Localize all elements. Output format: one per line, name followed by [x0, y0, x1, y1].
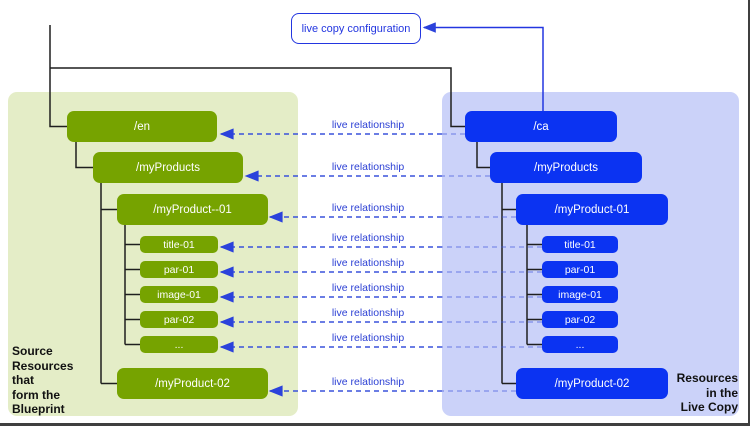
blueprint-node-en: /en	[67, 111, 217, 142]
live-copy-configuration-label: live copy configuration	[301, 22, 411, 35]
livecopy-panel	[442, 92, 739, 416]
livecopy-node-image-01: image-01	[542, 286, 618, 303]
live-relationship-label: live relationship	[331, 376, 405, 388]
live-relationship-label: live relationship	[331, 119, 405, 131]
livecopy-node-ca: /ca	[465, 111, 617, 142]
live-relationship-label: live relationship	[331, 307, 405, 319]
livecopy-caption: Resources in the Live Copy	[676, 371, 738, 414]
livecopy-node-par-02: par-02	[542, 311, 618, 328]
blueprint-node-par-01: par-01	[140, 261, 218, 278]
blueprint-node-myproduct-02: /myProduct-02	[117, 368, 268, 399]
live-copy-configuration-box: live copy configuration	[291, 13, 421, 44]
live-relationship-label: live relationship	[331, 161, 405, 173]
blueprint-node-title-01: title-01	[140, 236, 218, 253]
blueprint-node-ellipsis: ...	[140, 336, 218, 353]
livecopy-node-myproduct-02: /myProduct-02	[516, 368, 668, 399]
livecopy-node-par-01: par-01	[542, 261, 618, 278]
blueprint-node-myproducts: /myProducts	[93, 152, 243, 183]
live-relationship-label: live relationship	[331, 257, 405, 269]
live-relationship-label: live relationship	[331, 282, 405, 294]
live-relationship-label: live relationship	[331, 332, 405, 344]
blueprint-caption: Source Resources that form the Blueprint	[12, 344, 74, 416]
blueprint-panel	[8, 92, 298, 416]
livecopy-node-title-01: title-01	[542, 236, 618, 253]
livecopy-node-myproduct-01: /myProduct-01	[516, 194, 668, 225]
live-relationship-label: live relationship	[331, 232, 405, 244]
blueprint-node-myproduct-01: /myProduct--01	[117, 194, 268, 225]
blueprint-node-image-01: image-01	[140, 286, 218, 303]
livecopy-node-myproducts: /myProducts	[490, 152, 642, 183]
livecopy-node-ellipsis: ...	[542, 336, 618, 353]
live-relationship-label: live relationship	[331, 202, 405, 214]
blueprint-node-par-02: par-02	[140, 311, 218, 328]
